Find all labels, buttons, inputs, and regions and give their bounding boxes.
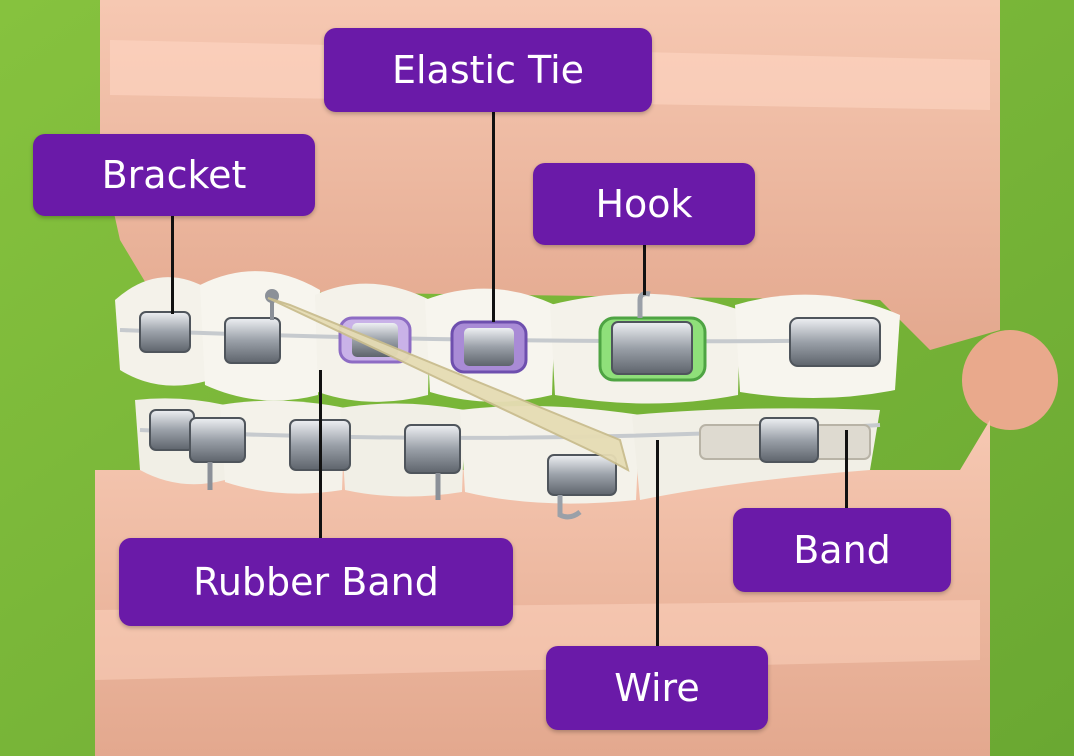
leader-line-band [845, 430, 848, 510]
model-hinge-knob [962, 330, 1058, 430]
bracket [547, 454, 617, 496]
leader-line-rubber-band [319, 370, 322, 540]
rubber-band-elastic [267, 297, 630, 472]
bracket [139, 311, 191, 353]
bracket [464, 328, 514, 366]
bracket [149, 409, 195, 451]
lower-brackets [149, 409, 871, 520]
hook-wire [557, 495, 582, 520]
label-wire: Wire [546, 646, 768, 730]
bracket [224, 317, 281, 364]
leader-line-hook [643, 243, 646, 295]
bracket [189, 417, 246, 463]
molar-tube [759, 417, 819, 463]
label-band: Band [733, 508, 951, 592]
leader-line-bracket [171, 214, 174, 314]
label-bracket: Bracket [33, 134, 315, 216]
leader-line-elastic-tie [492, 110, 495, 322]
label-hook: Hook [533, 163, 755, 245]
molar-tube [789, 317, 881, 367]
leader-line-wire [656, 440, 659, 646]
hook-wire [637, 291, 651, 318]
label-rubber-band: Rubber Band [119, 538, 513, 626]
bracket [611, 321, 693, 375]
label-elastic-tie: Elastic Tie [324, 28, 652, 112]
bracket [404, 424, 461, 474]
